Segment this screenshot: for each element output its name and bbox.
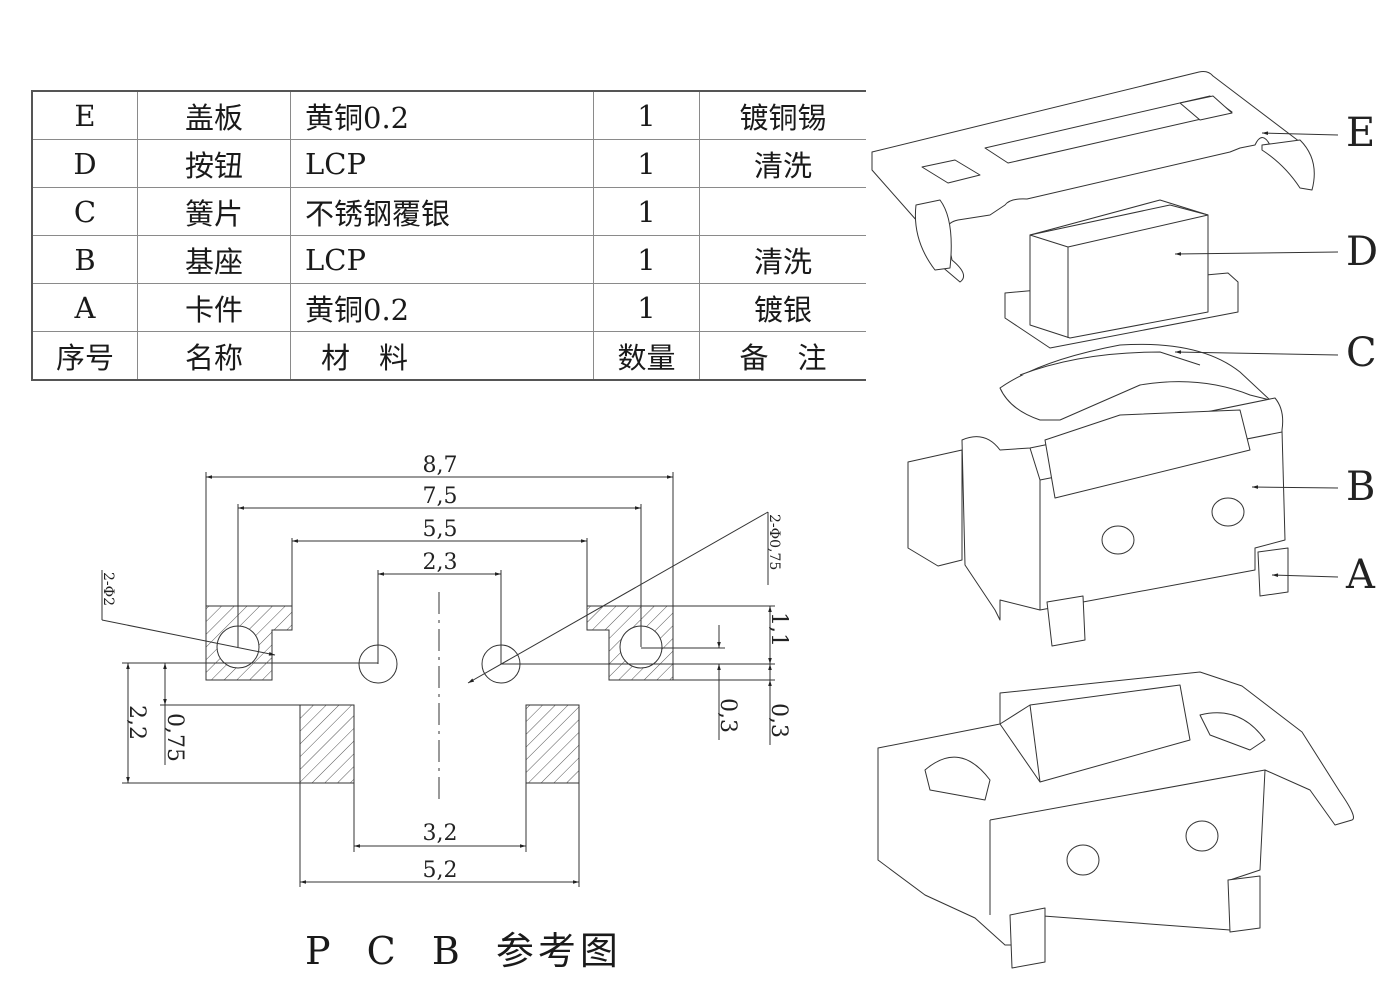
bom-cell-id: D [31,139,138,188]
bom-cell-remark: 清洗 [699,139,866,188]
part-b-base [907,397,1286,621]
bom-cell-qty: 1 [593,90,700,140]
dim-pad-outer-width: 5,5 [423,517,458,542]
exploded-view-labels: E D C B A [1345,110,1378,598]
dim-smd-inner-gap: 3,2 [423,821,458,846]
leader-d [1174,251,1339,256]
bom-cell-material: LCP [290,139,594,188]
bom-cell-name: 卡件 [137,283,291,332]
bom-cell-material: LCP [290,235,594,284]
bom-cell-remark: 镀银 [699,283,866,332]
bom-cell-id: 序号 [31,331,138,381]
bom-cell-material: 黄铜0.2 [290,90,594,140]
dim-pin-hole-pitch: 2,3 [423,550,458,575]
exploded-view [871,71,1354,969]
left-smd-pad [299,704,355,784]
label-b: B [1346,464,1375,510]
label-e: E [1346,110,1375,156]
dim-vertical-gap: 0,75 [162,713,187,762]
bom-cell-material: 黄铜0.2 [290,283,594,332]
bom-cell-id: A [31,283,138,332]
label-c: C [1346,330,1377,376]
callout-pin-holes: 2-Φ0,75 [766,514,782,570]
bom-cell-material: 材 料 [290,331,594,381]
leader-a [1271,573,1339,578]
leader-e [1261,131,1339,136]
dim-smd-outer-width: 5,2 [423,858,458,883]
dim-vertical-total: 2,2 [124,705,149,740]
bom-cell-qty: 数量 [593,331,700,381]
part-e-cover-plate [871,71,1315,283]
leader-pin-holes [467,511,769,684]
dim-overall-width: 8,7 [423,453,458,478]
bom-cell-id: C [31,187,138,236]
caption-c: C [366,929,400,973]
bom-cell-qty: 1 [593,283,700,332]
part-d-button [1004,199,1239,349]
leader-mounting-holes [101,619,276,656]
label-a: A [1345,552,1376,598]
bom-cell-name: 簧片 [137,187,291,236]
bom-cell-remark: 备 注 [699,331,866,381]
caption-b: B [431,929,464,973]
pcb-footprint [101,472,775,887]
bom-cell-qty: 1 [593,187,700,236]
callout-mounting-holes: 2-Φ2 [100,572,116,606]
right-smd-pad [525,704,580,784]
bom-cell-name: 盖板 [137,90,291,140]
label-d: D [1346,229,1378,275]
bom-cell-remark: 镀铜锡 [699,90,866,140]
part-c-spring [999,343,1271,421]
bom-header-row: 序号名称材 料数量备 注 [31,331,866,381]
caption-title: 参考图 [495,929,622,973]
bom-cell-id: B [31,235,138,284]
caption-p: P [305,929,335,973]
bom-cell-id: E [31,90,138,140]
part-a-clip [1046,547,1289,647]
leader-c [1174,350,1339,356]
dim-offset-right-inner: 0,3 [715,698,740,733]
dim-offset-right-outer: 0,3 [766,703,791,738]
leader-b [1251,485,1339,489]
dim-mounting-hole-pitch: 7,5 [423,484,458,509]
assembled-switch [877,671,1354,969]
bom-cell-material: 不锈钢覆银 [290,187,594,236]
dim-pad-height-upper: 1,1 [766,612,791,647]
pcb-reference-caption: P C B 参考图 [305,920,638,975]
bom-cell-name: 基座 [137,235,291,284]
bom-cell-name: 按钮 [137,139,291,188]
bom-cell-remark: 清洗 [699,235,866,284]
bom-cell-qty: 1 [593,235,700,284]
pcb-dimension-labels: 8,7 7,5 5,5 2,3 3,2 5,2 2,2 0,75 1,1 0,3… [124,453,791,883]
